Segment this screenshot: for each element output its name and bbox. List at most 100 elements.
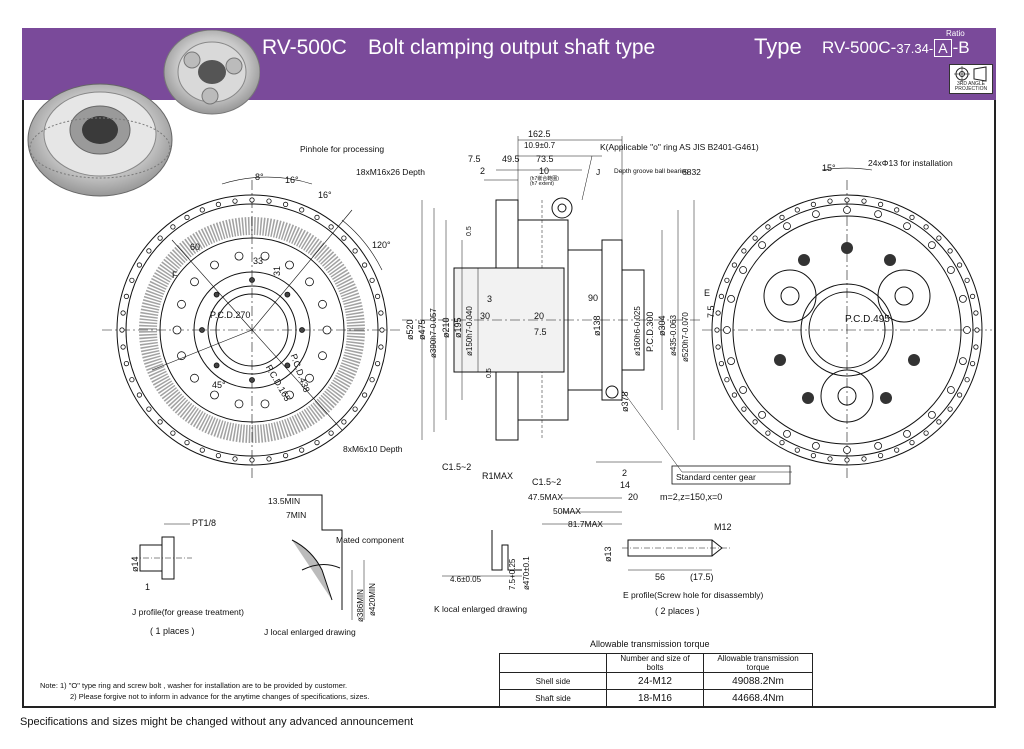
side-mount-holes xyxy=(714,197,980,463)
install-hole xyxy=(758,241,766,250)
outer-hole xyxy=(341,419,347,425)
outer-hole xyxy=(369,277,375,283)
install-hole xyxy=(727,294,735,303)
outer-hole xyxy=(184,214,190,221)
outer-hole xyxy=(170,430,176,436)
outer-hole xyxy=(199,207,205,213)
outer-hole xyxy=(299,207,305,213)
tapped-hole xyxy=(318,351,327,361)
type-code-a: A xyxy=(934,39,952,57)
install-hole xyxy=(928,241,936,250)
center-gear-label: Standard center gear xyxy=(676,472,756,482)
row-side: Shaft side xyxy=(499,689,607,707)
install-hole xyxy=(928,410,936,419)
angle-8: 8° xyxy=(255,172,264,182)
outer-hole xyxy=(877,201,884,208)
outer-hole xyxy=(969,293,976,299)
small-hole xyxy=(299,327,305,333)
dia-378: ø378 xyxy=(620,391,630,412)
page-title: Bolt clamping output shaft type xyxy=(368,36,656,59)
outer-hole xyxy=(282,452,289,459)
install-hole xyxy=(812,210,820,218)
install-hole xyxy=(903,222,911,230)
footer-disclaimer: Specifications and sizes might be change… xyxy=(20,716,414,728)
side-dim-7-5: 7.5 xyxy=(706,305,716,318)
outer-hole xyxy=(923,224,929,230)
type-code-b: -B xyxy=(952,38,970,57)
outer-hole xyxy=(974,327,980,333)
outer-hole xyxy=(123,360,130,367)
outer-hole xyxy=(964,277,970,283)
install-hole xyxy=(723,326,731,334)
outer-hole xyxy=(314,439,320,446)
outer-hole xyxy=(328,430,334,436)
e-profile-detail xyxy=(622,539,732,571)
outer-hole xyxy=(146,248,152,254)
install-hole xyxy=(963,326,971,334)
install-hole xyxy=(959,357,967,366)
e-profile-13: ø13 xyxy=(603,546,613,562)
projection-icon xyxy=(954,66,987,82)
outer-hole xyxy=(794,447,800,453)
install-hole xyxy=(843,206,851,214)
outer-hole xyxy=(129,277,135,283)
k-local-detail xyxy=(442,530,522,577)
j-profile-places: ( 1 places ) xyxy=(150,626,195,636)
install-hole xyxy=(959,294,967,303)
dim-20: 20 xyxy=(534,311,545,321)
torque-table: Number and size of bolts Allowable trans… xyxy=(499,653,813,707)
k-local-470: ø470±0.1 xyxy=(522,556,531,590)
install-hole xyxy=(812,441,820,450)
outer-hole xyxy=(969,360,976,367)
outer-hole xyxy=(724,277,730,283)
outer-hole xyxy=(374,293,381,299)
install-hole xyxy=(843,446,851,454)
section-view xyxy=(402,136,792,525)
outer-hole xyxy=(715,344,721,350)
outer-hole xyxy=(810,452,817,459)
dim-14: 14 xyxy=(620,480,631,490)
small-holes-label: 8xM6x10 Depth xyxy=(343,444,403,454)
dia-520: ø520 xyxy=(405,319,415,340)
dia-138: ø138 xyxy=(592,315,602,336)
outer-hole xyxy=(752,419,758,425)
dia-304: ø304 xyxy=(657,315,667,336)
row-torque: 49088.2Nm xyxy=(703,672,813,690)
outer-hole xyxy=(378,344,384,350)
outer-hole xyxy=(129,377,135,383)
outer-hole xyxy=(894,447,900,453)
outer-hole xyxy=(718,293,725,299)
notes: Note: 1) "O" type ring and screw bolt , … xyxy=(40,680,369,702)
outer-hole xyxy=(827,456,833,462)
row-bolts: 18-M16 xyxy=(606,689,704,707)
h7-note: (h7嵌合範圍) xyxy=(530,176,559,182)
projection-symbol: 3RD ANGLE PROJECTION xyxy=(949,64,993,94)
outer-hole xyxy=(844,197,850,203)
front-view xyxy=(102,176,402,480)
outer-hole xyxy=(374,360,381,367)
row-side: Shell side xyxy=(499,672,607,690)
tapped-hole xyxy=(285,390,294,400)
tapped-hole xyxy=(260,251,270,261)
dia-435: ø435-0.063 xyxy=(669,315,678,356)
angle-15: 15° xyxy=(822,163,836,173)
outer-hole xyxy=(947,248,953,254)
row-bolts: 24-M12 xyxy=(606,672,704,690)
dim-33: 33 xyxy=(253,256,264,266)
tapped-hole xyxy=(260,399,270,409)
tapped-hole xyxy=(210,260,219,270)
table-corner-cell xyxy=(499,653,607,673)
outer-hole xyxy=(120,310,126,316)
outer-hole xyxy=(956,392,963,398)
outer-hole xyxy=(936,419,942,425)
outer-hole xyxy=(352,406,358,412)
front-outer-holes xyxy=(119,197,385,463)
install-holes-label: 24xΦ13 for installation xyxy=(868,158,953,168)
outer-hole xyxy=(232,198,238,204)
product-photo xyxy=(27,30,260,197)
install-hole xyxy=(739,266,747,274)
small-hole xyxy=(213,362,220,369)
tapped-hole xyxy=(318,299,327,309)
type-code: RV-500C- 37.34- A -B xyxy=(822,38,970,58)
small-hole xyxy=(249,277,255,283)
